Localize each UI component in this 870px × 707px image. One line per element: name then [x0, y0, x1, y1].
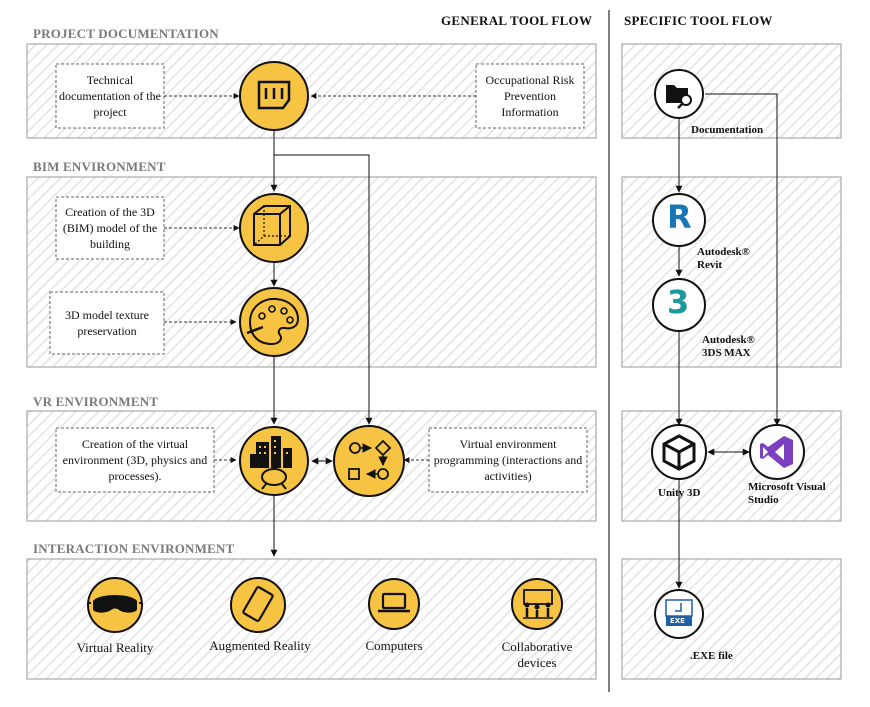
tool-label-visual-studio: Microsoft Visual Studio [748, 481, 826, 506]
collaborative-devices-icon [511, 578, 563, 630]
vr-headset-icon [87, 577, 143, 633]
specific-tool-flow-header: SPECIFIC TOOL FLOW [624, 13, 773, 28]
section-title-bim: BIM ENVIRONMENT [33, 159, 166, 174]
section-title-interaction: INTERACTION ENVIRONMENT [33, 541, 235, 556]
virtual-city-icon [239, 426, 309, 496]
note-box-texture [49, 291, 165, 355]
label-virtual-reality: Virtual Reality [76, 640, 154, 655]
tablet-icon [230, 577, 286, 633]
programming-flow-icon [333, 425, 405, 497]
3ds-max-icon [652, 278, 706, 332]
unity-icon [651, 424, 707, 480]
note-box-programming [428, 427, 588, 493]
arrow-doc-to-vs [705, 93, 781, 426]
note-tech-doc: Technical documentation of the project [59, 73, 161, 119]
exe-badge-text: EXE [670, 617, 685, 625]
note-programming: Virtual environment programming (interac… [433, 437, 583, 483]
general-tool-flow-header: GENERAL TOOL FLOW [441, 13, 593, 28]
label-augmented-reality: Augmented Reality [209, 638, 311, 653]
tool-label-documentation: Documentation [691, 124, 764, 136]
section-title-project: PROJECT DOCUMENTATION [33, 26, 219, 41]
note-box-risk-info [475, 63, 585, 129]
exe-file-icon [654, 589, 704, 639]
arrow-doc-to-programming [274, 154, 373, 425]
tool-label-unity: Unity 3D [658, 487, 701, 499]
tool-label-exe-file: .EXE file [690, 650, 733, 662]
visual-studio-icon [749, 424, 805, 480]
note-texture: 3D model texture preservation [65, 308, 149, 338]
tool-label-3ds-max: Autodesk® 3DS MAX [702, 334, 755, 359]
palette-icon [239, 287, 309, 357]
label-computers: Computers [365, 638, 423, 653]
section-title-vr: VR ENVIRONMENT [33, 394, 159, 409]
bim-cube-icon [239, 193, 309, 263]
note-bim-model: Creation of the 3D (BIM) model of the bu… [62, 205, 158, 251]
3ds-max-logo-glyph: 3 [667, 283, 690, 321]
tool-label-revit: Autodesk® Revit [697, 246, 750, 271]
laptop-icon [368, 578, 420, 630]
note-risk-info: Occupational Risk Prevention Information [485, 73, 575, 119]
folder-search-icon [654, 69, 704, 119]
note-virtual-env: Creation of the virtual environment (3D,… [62, 437, 208, 483]
note-box-tech-doc [55, 63, 165, 129]
revit-logo-glyph: R [667, 198, 692, 236]
documentation-icon [239, 61, 309, 131]
note-box-virtual-env [55, 427, 215, 493]
note-box-bim-model [55, 196, 165, 260]
label-collaborative-devices: Collaborative devices [501, 639, 573, 670]
revit-icon [652, 193, 706, 247]
